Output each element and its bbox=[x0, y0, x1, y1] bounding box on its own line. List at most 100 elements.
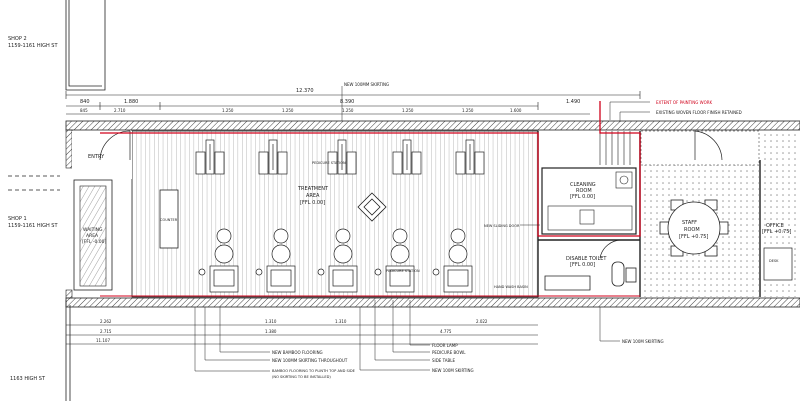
waiting-area: AREA bbox=[86, 233, 99, 239]
counter bbox=[159, 189, 179, 249]
treatment-chair-left bbox=[455, 151, 466, 175]
waiting-level: [FFL -0.00] bbox=[82, 239, 107, 245]
dim-sub-2: 1.250 bbox=[222, 108, 234, 113]
pedicure-bowl bbox=[448, 244, 468, 264]
dim-top-0: 840 bbox=[80, 99, 90, 105]
office-level: [FFL +0.75] bbox=[762, 229, 791, 235]
staircase bbox=[599, 131, 631, 165]
note-floor-lamp: FLOOR LAMP bbox=[432, 343, 458, 348]
cleaning-room: ROOM bbox=[576, 188, 592, 194]
staff-room-table bbox=[659, 199, 729, 257]
diamond-feature bbox=[357, 192, 387, 222]
dim-sub-7: 1.600 bbox=[510, 108, 522, 113]
south-address: 1163 HIGH ST bbox=[10, 376, 46, 382]
staff-level: [FFL +0.75] bbox=[679, 234, 708, 240]
dim-bottom1-2: 1.310 bbox=[335, 319, 347, 324]
treatment-chair-left bbox=[195, 151, 206, 175]
cleaning-level: [FFL 0.00] bbox=[570, 194, 595, 200]
pedicure-bowl bbox=[333, 244, 353, 264]
cleaning-name: CLEANING bbox=[570, 182, 596, 188]
dim-bottom2-1: 1.380 bbox=[265, 329, 277, 334]
side-table bbox=[392, 228, 408, 244]
dim-sub-5: 1.250 bbox=[402, 108, 414, 113]
pedicure-bowl bbox=[390, 244, 410, 264]
dim-overall: 12.370 bbox=[296, 88, 314, 94]
dim-top-3: 1.490 bbox=[566, 99, 580, 105]
pedicure-chair-seat bbox=[213, 269, 235, 287]
pedicure-chair-seat bbox=[389, 269, 411, 287]
entry-label: ENTRY bbox=[88, 154, 105, 160]
note-side-table: SIDE TABLE bbox=[432, 358, 455, 363]
floor-lamp bbox=[432, 268, 440, 276]
treatment-chair-left bbox=[327, 151, 338, 175]
shop2-address: 1159-1161 HIGH ST bbox=[8, 43, 58, 49]
cleaning-room-appliance bbox=[615, 171, 633, 189]
hand-wash-label: HAND WASH BASIN bbox=[494, 285, 528, 289]
note-extent-painting: EXTENT OF PAINTING WORK bbox=[656, 100, 713, 105]
office-name: OFFICE bbox=[766, 223, 784, 229]
waiting-name: WAITING bbox=[83, 227, 103, 233]
treatment-tables bbox=[195, 139, 485, 175]
side-table bbox=[450, 228, 466, 244]
treatment-chair-left bbox=[392, 151, 403, 175]
pedicure-bowl bbox=[214, 244, 234, 264]
cleaning-room-sink bbox=[579, 209, 595, 225]
treatment-chair-right bbox=[411, 151, 422, 175]
dim-top-1: 1.880 bbox=[124, 99, 138, 105]
toilet-name: DISABLE TOILET bbox=[566, 256, 607, 262]
shop1-name: SHOP 1 bbox=[8, 216, 27, 222]
floor-lamp bbox=[255, 268, 263, 276]
toilet-level: [FFL 0.00] bbox=[570, 262, 595, 268]
floor-lamp bbox=[317, 268, 325, 276]
treatment-chair-left bbox=[258, 151, 269, 175]
painting-extent-line bbox=[100, 101, 641, 237]
treatment-chair-right bbox=[214, 151, 225, 175]
dim-sub-3: 1.250 bbox=[282, 108, 294, 113]
pedicure-station-a: PEDICURE STATION bbox=[312, 161, 346, 165]
note-skirting-throughout: NEW 100MM SKIRTING THROUGHOUT bbox=[272, 358, 348, 363]
treatment-chair-right bbox=[346, 151, 357, 175]
dim-top-2: 8.390 bbox=[340, 99, 354, 105]
counter-label: COUNTER bbox=[160, 218, 178, 222]
note-bamboo-plinth-2: (NO SKIRTING TO BE INSTALLED) bbox=[272, 375, 331, 379]
note-skirting-top: NEW 100MM SKIRTING bbox=[344, 82, 389, 87]
pedicure-chairs bbox=[198, 228, 473, 293]
dim-sub-0: 845 bbox=[80, 108, 88, 113]
dim-sub-6: 1.250 bbox=[462, 108, 474, 113]
note-existing-floor: EXISTING WOVEN FLOOR FINISH RETAINED bbox=[656, 110, 742, 115]
dim-sub-4: 1.250 bbox=[342, 108, 354, 113]
staff-name: STAFF bbox=[682, 220, 697, 226]
treatment-name: TREATMENT bbox=[297, 186, 329, 192]
treatment-chair-right bbox=[474, 151, 485, 175]
floor-lamp bbox=[198, 268, 206, 276]
dim-bottom1-0: 2.262 bbox=[100, 319, 112, 324]
floor-lamp bbox=[374, 268, 382, 276]
dim-bottom1-1: 1.310 bbox=[265, 319, 277, 324]
shop2-name: SHOP 2 bbox=[8, 36, 27, 42]
note-skirting-right: NEW 100M SKIRTING bbox=[622, 339, 664, 344]
dim-sub-1: 2.710 bbox=[114, 108, 126, 113]
note-bamboo-plinth-1: BAMBOO FLOORING TO PLINTH TOP AND SIDE bbox=[272, 369, 356, 373]
door-swings bbox=[99, 130, 723, 259]
back-courtyard bbox=[640, 130, 760, 166]
pedicure-chair-seat bbox=[332, 269, 354, 287]
entry-floor bbox=[72, 131, 132, 179]
dim-bottom1-3: 2.022 bbox=[476, 319, 488, 324]
treatment-level: [FFL 0.00] bbox=[300, 200, 325, 206]
staff-room: ROOM bbox=[684, 227, 700, 233]
dim-bottom2-0: 2.715 bbox=[100, 329, 112, 334]
dim-bottom2-2: 4.775 bbox=[440, 329, 452, 334]
neighbour-walls bbox=[8, 0, 106, 401]
pedicure-station-b: PEDICURE STATION bbox=[386, 269, 420, 273]
side-table bbox=[273, 228, 289, 244]
leader-lines bbox=[194, 86, 650, 372]
pedicure-chair-seat bbox=[270, 269, 292, 287]
dim-bottom3: 11.107 bbox=[96, 338, 110, 343]
disable-toilet-fixtures bbox=[544, 261, 637, 291]
dimension-lines bbox=[65, 91, 641, 345]
shop1-address: 1159-1161 HIGH ST bbox=[8, 223, 58, 229]
cleaning-room-appliance-knob bbox=[619, 175, 629, 185]
cleaning-room-bench bbox=[547, 205, 633, 231]
treatment-area: AREA bbox=[306, 193, 320, 199]
